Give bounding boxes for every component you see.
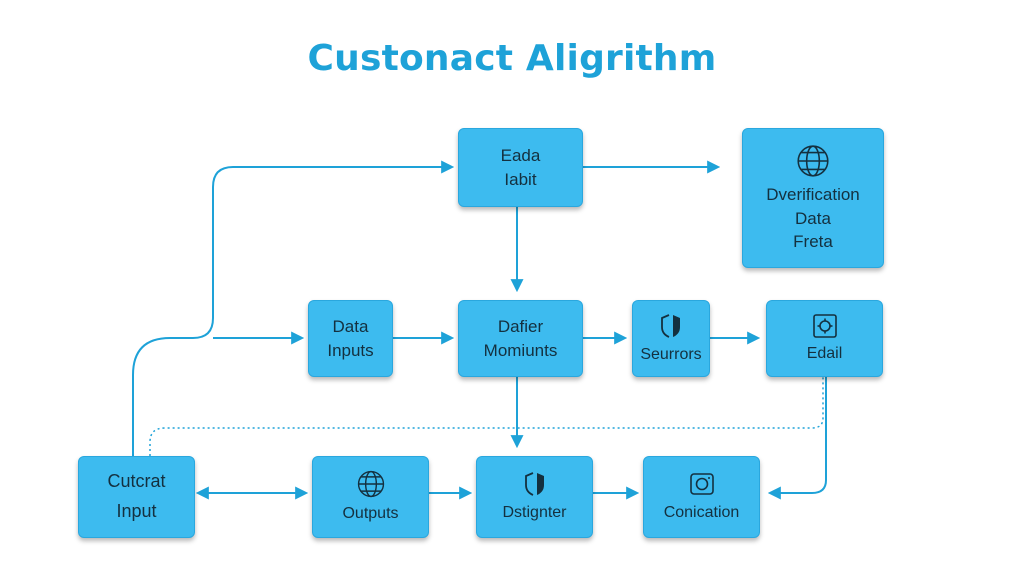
node-cutcrat-line2: Input xyxy=(116,501,157,521)
connector-dotted-loop xyxy=(149,377,824,456)
node-cutcrat[interactable]: Cutcrat Input xyxy=(78,456,195,538)
node-edail-line1: Edail xyxy=(806,344,843,362)
node-dafier[interactable]: Dafier Momiunts xyxy=(458,300,583,377)
split-shield-icon xyxy=(524,472,544,497)
node-outputs-line1: Outputs xyxy=(342,505,399,523)
node-edail[interactable]: Edail xyxy=(766,300,883,377)
node-conication[interactable]: Conication xyxy=(643,456,760,538)
node-data-inputs[interactable]: Data Inputs xyxy=(308,300,393,377)
node-seurrors[interactable]: Seurrors xyxy=(632,300,710,377)
globe-icon xyxy=(797,145,829,177)
node-overification-line1: Dverification xyxy=(766,185,860,205)
node-cutcrat-line1: Cutcrat xyxy=(107,471,166,492)
node-eada-line1: Eada xyxy=(500,146,541,166)
diagram-title: Custonact Aligrithm xyxy=(307,38,717,79)
node-data-inputs-line2: Inputs xyxy=(327,340,374,360)
gear-icon xyxy=(812,314,837,338)
connector-edail-to-conication xyxy=(767,377,827,500)
node-dstignter[interactable]: Dstignter xyxy=(476,456,593,538)
globe-icon xyxy=(357,471,384,498)
camera-icon xyxy=(689,473,714,496)
node-overification-line3: Freta xyxy=(793,232,833,252)
connector-cutcrat-to-eada xyxy=(132,160,455,456)
node-dafier-line2: Momiunts xyxy=(483,340,558,360)
node-overification[interactable]: Dverification Data Freta xyxy=(742,128,884,268)
node-conication-line1: Conication xyxy=(663,504,740,522)
node-data-inputs-line1: Data xyxy=(332,317,369,337)
split-shield-icon xyxy=(661,314,680,338)
node-dafier-line1: Dafier xyxy=(497,317,544,337)
node-seurrors-line1: Seurrors xyxy=(640,345,702,363)
node-dstignter-line1: Dstignter xyxy=(502,504,567,522)
node-eada[interactable]: Eada Iabit xyxy=(458,128,583,207)
node-outputs[interactable]: Outputs xyxy=(312,456,429,538)
node-overification-line2: Data xyxy=(795,208,831,228)
node-eada-line2: Iabit xyxy=(504,169,537,189)
